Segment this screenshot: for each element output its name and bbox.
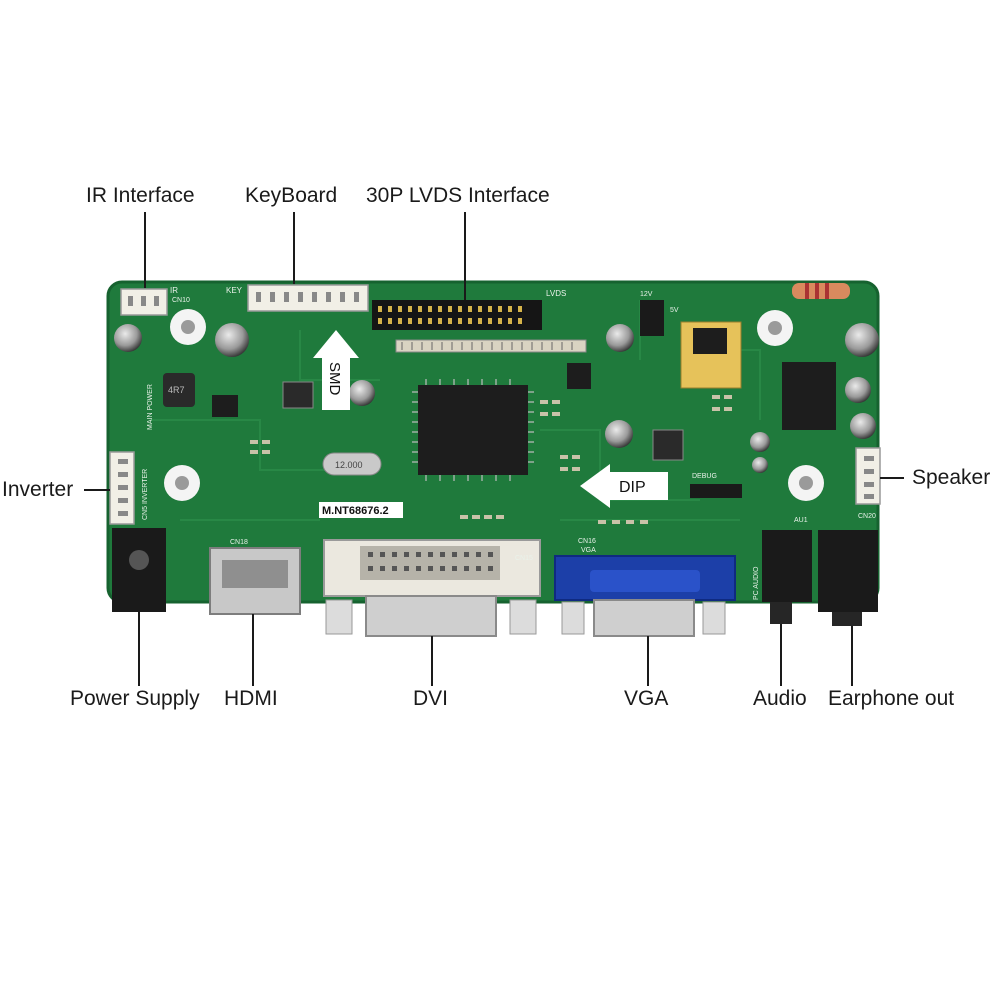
silk-crystal: 12.000 <box>335 460 363 470</box>
speaker-label: Speaker <box>912 466 991 489</box>
main-chip <box>418 385 528 475</box>
leader-vga <box>647 636 649 686</box>
leader-lvds <box>464 212 466 300</box>
silk-pc-audio: PC AUDIO <box>753 566 760 600</box>
smd-passives <box>250 395 732 524</box>
silk-cn10: CN10 <box>172 297 190 304</box>
leader-earphone <box>851 626 853 686</box>
power-supply-label: Power Supply <box>70 687 200 710</box>
earphone-jack <box>818 530 878 612</box>
silk-au1: AU1 <box>794 517 808 524</box>
jumper-header <box>640 300 664 336</box>
leader-dvi <box>431 636 433 686</box>
silk-inverter: CN5 INVERTER <box>142 469 149 520</box>
smd-tag: SMD <box>326 362 343 396</box>
leader-keyboard <box>293 212 295 284</box>
earphone-out-label: Earphone out <box>828 687 955 710</box>
dvi-label: DVI <box>413 687 449 710</box>
silk-cn15: CN15 <box>515 555 533 562</box>
leader-inverter <box>84 489 110 491</box>
keyboard-connector <box>247 284 369 312</box>
silk-12v: 12V <box>640 291 653 298</box>
debug-header <box>690 484 742 498</box>
inductor <box>163 373 195 407</box>
silk-vga: VGA <box>581 547 596 554</box>
silk-lvds: LVDS <box>546 289 566 298</box>
silk-debug: DEBUG <box>692 473 717 480</box>
silk-key: KEY <box>226 286 243 295</box>
dip-arrow <box>580 464 668 508</box>
silk-cn16: CN16 <box>578 538 596 545</box>
audio-jack <box>762 530 812 602</box>
inverter-label: Inverter <box>2 478 74 501</box>
dip-tag: DIP <box>619 479 646 496</box>
leader-ir <box>144 212 146 288</box>
fpc-connector <box>395 339 587 353</box>
silk-inductor: 4R7 <box>168 385 185 395</box>
silk-ir: IR <box>170 286 178 295</box>
flash-chip <box>567 363 591 389</box>
regulator-u1 <box>652 429 684 461</box>
leader-power <box>138 612 140 686</box>
vga-label: VGA <box>624 687 669 710</box>
lvds-interface-label: 30P LVDS Interface <box>366 184 550 207</box>
ir-interface-label: IR Interface <box>86 184 195 207</box>
smd-arrow <box>313 330 359 410</box>
capacitors <box>114 323 879 473</box>
model-label-bg <box>319 502 403 518</box>
model-label: M.NT68676.2 <box>322 505 389 517</box>
eeprom-chip <box>212 395 238 417</box>
leader-speaker <box>880 477 904 479</box>
leader-audio <box>780 624 782 686</box>
keyboard-label: KeyBoard <box>245 184 338 207</box>
audio-label: Audio <box>753 687 807 710</box>
audio-chip <box>782 362 836 430</box>
silk-cn18: CN18 <box>230 539 248 546</box>
resistor-r107 <box>792 283 850 299</box>
lvds-header <box>372 300 542 330</box>
leader-hdmi <box>252 614 254 686</box>
mounting-holes <box>164 309 824 501</box>
silk-main-power: MAIN POWER <box>147 384 154 430</box>
hdmi-label: HDMI <box>224 687 278 710</box>
silk-cn20: CN20 <box>858 513 876 520</box>
crystal <box>322 452 382 476</box>
regulator-u7 <box>282 381 314 409</box>
silk-5v: 5V <box>670 307 679 314</box>
